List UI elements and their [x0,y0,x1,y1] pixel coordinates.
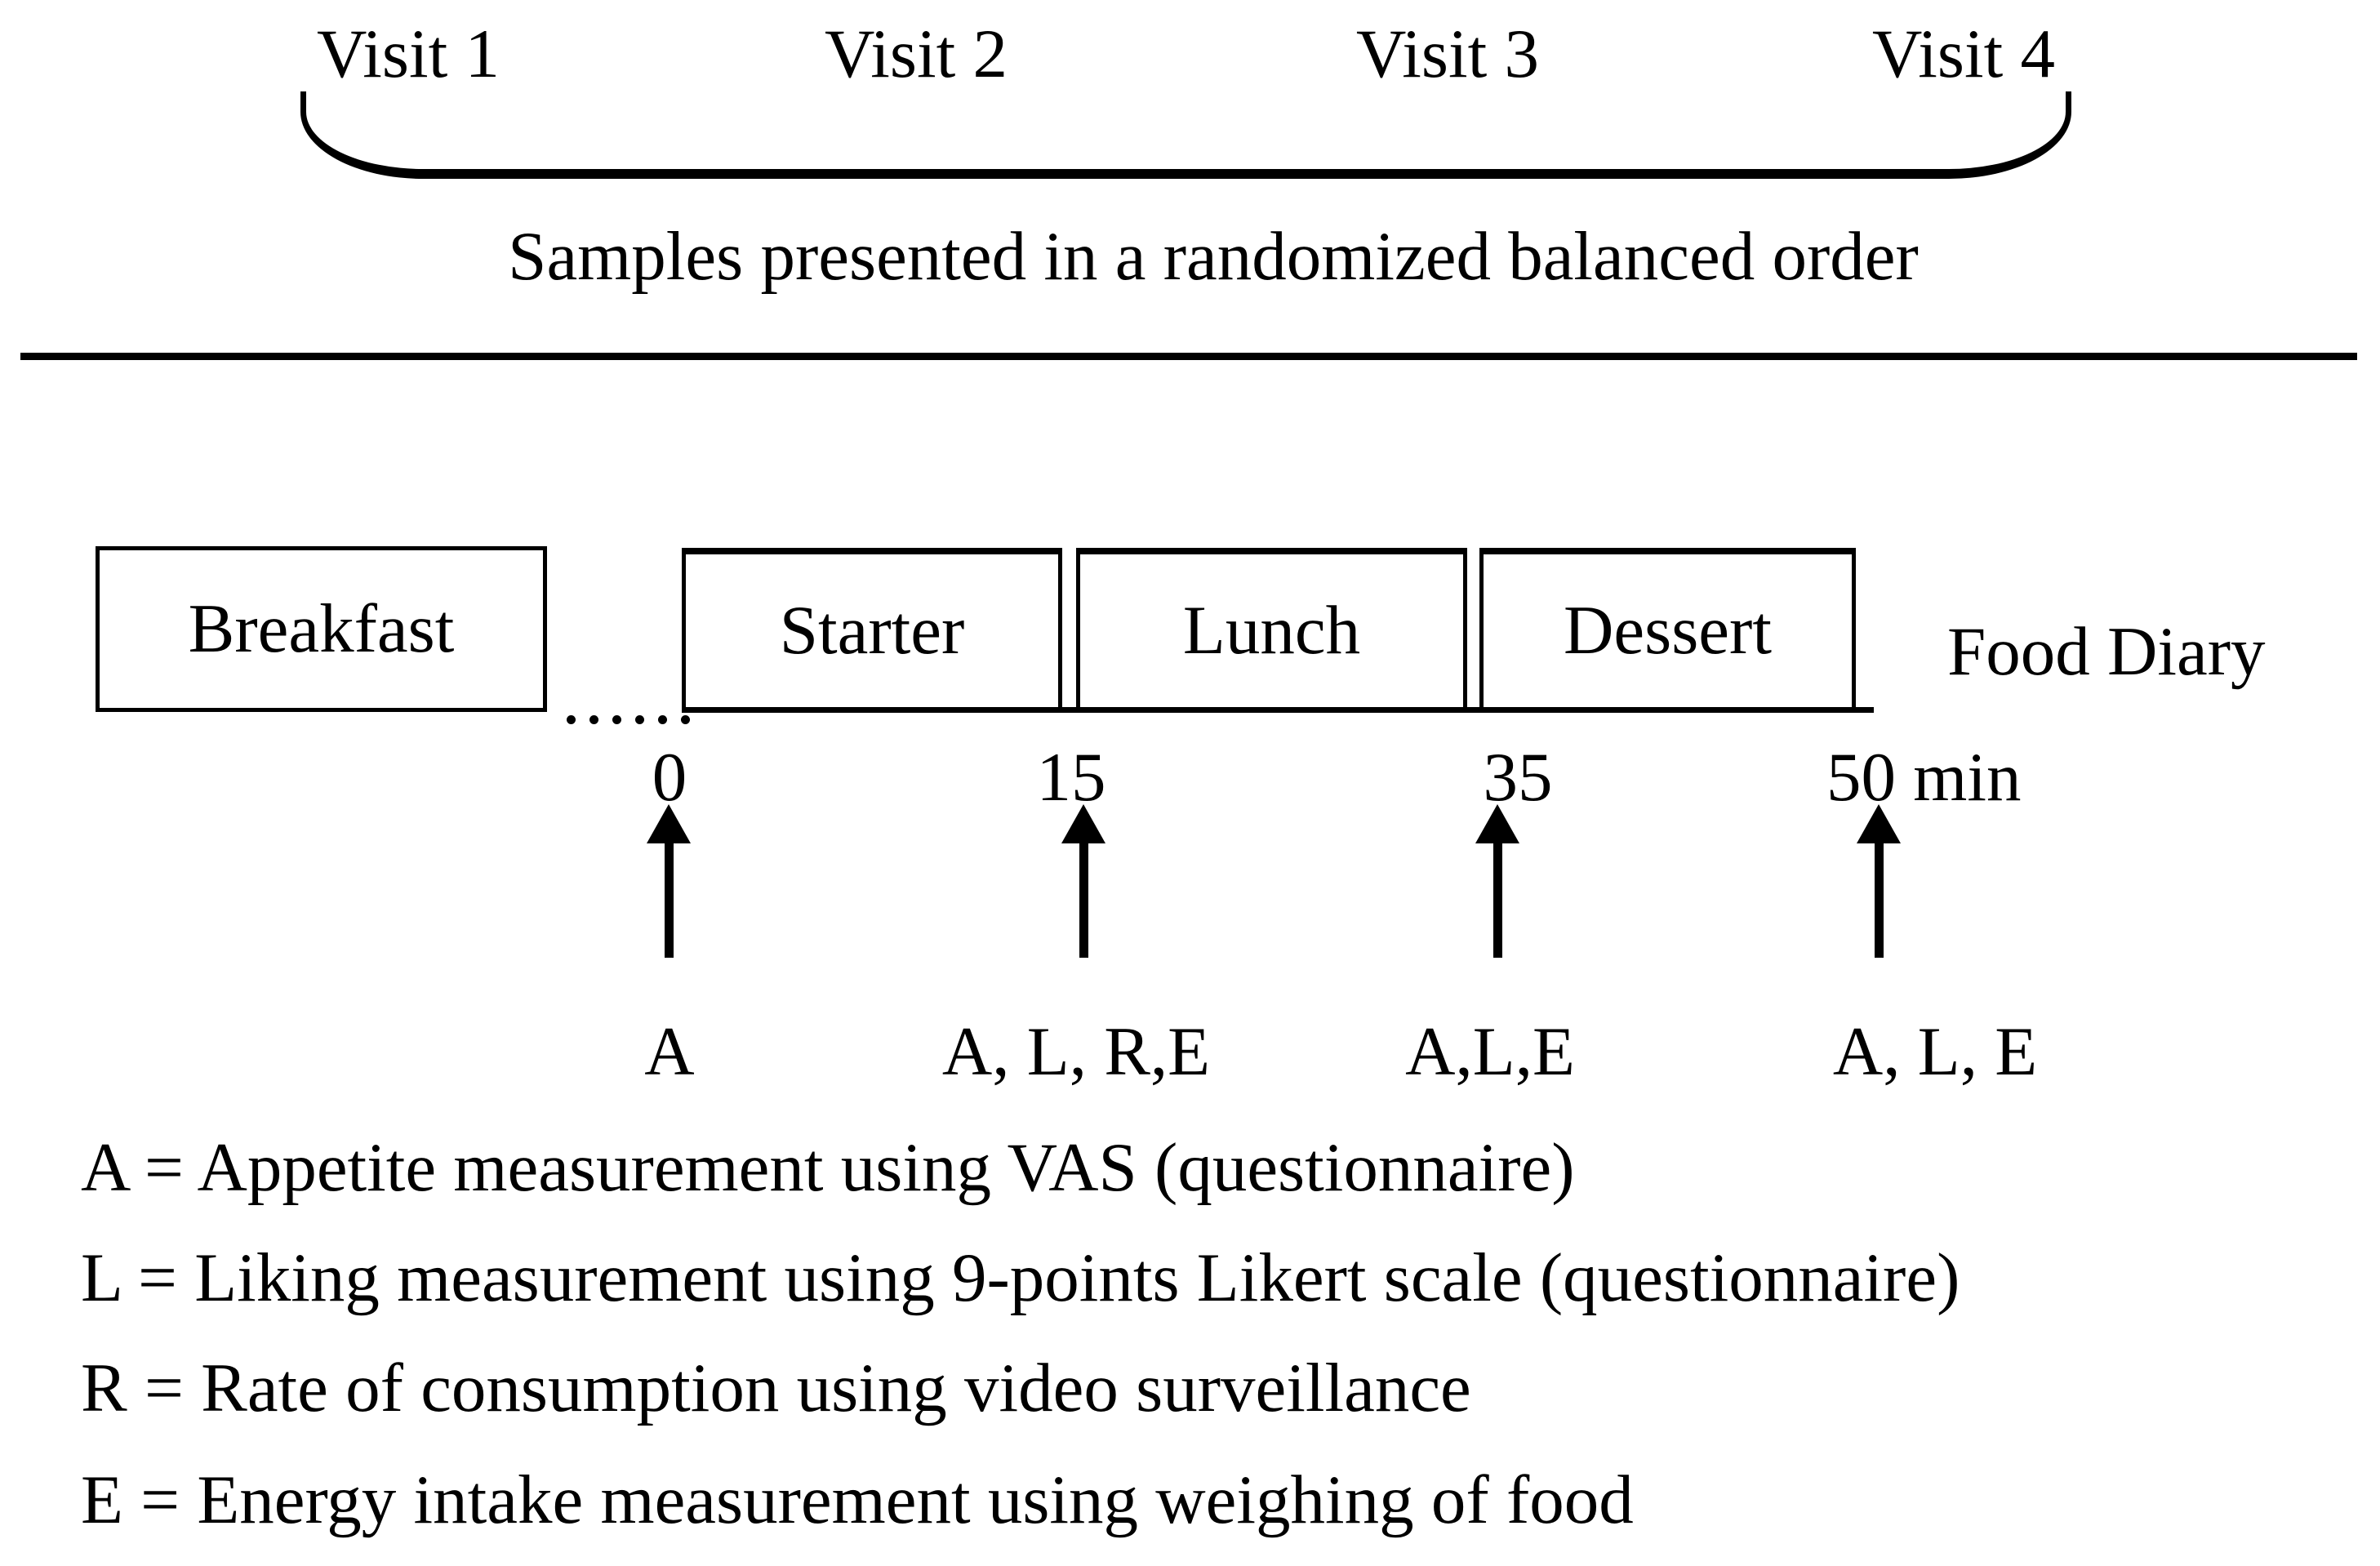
dot [567,715,576,724]
legend-rate: R = Rate of consumption using video surv… [81,1350,1471,1426]
timeline-baseline [682,707,1874,713]
arrow-head [1475,804,1519,843]
measurements-at-50: A, L, E [1832,1013,2038,1090]
starter-box: Starter [682,548,1062,712]
dot [681,715,690,724]
dot [658,715,667,724]
gap-dots [567,715,690,724]
time-point-15: 15 [1036,739,1106,816]
arrow-shaft [1493,843,1502,958]
arrow-head [647,804,691,843]
legend-energy: E = Energy intake measurement using weig… [81,1461,1634,1538]
starter-label: Starter [779,592,965,670]
measurements-at-35: A,L,E [1405,1013,1575,1090]
arrow-shaft [1079,843,1088,958]
up-arrow-icon [1857,804,1901,958]
visit-2-label: Visit 2 [825,16,1008,92]
dot [589,715,598,724]
up-arrow-icon [1475,804,1519,958]
arrow-shaft [1874,843,1884,958]
lunch-label: Lunch [1182,592,1361,670]
dot [635,715,644,724]
arrow-head [1857,804,1901,843]
section-divider [20,353,2357,360]
legend-appetite: A = Appetite measurement using VAS (ques… [81,1129,1575,1206]
visit-4-label: Visit 4 [1872,16,2055,92]
up-arrow-icon [647,804,691,958]
visit-1-label: Visit 1 [317,16,500,92]
visit-3-label: Visit 3 [1356,16,1539,92]
dot [612,715,621,724]
food-diary-label: Food Diary [1947,613,2266,690]
randomization-caption: Samples presented in a randomized balanc… [508,218,1919,295]
breakfast-box: Breakfast [96,546,547,712]
arrow-shaft [664,843,674,958]
time-point-35: 35 [1483,739,1553,816]
time-point-50-min: 50 min [1826,739,2022,816]
measurements-at-0: A [644,1013,695,1090]
time-point-0: 0 [652,739,687,816]
up-arrow-icon [1061,804,1105,958]
measurements-at-15: A, L, R,E [941,1013,1211,1090]
arrow-head [1061,804,1105,843]
visits-brace [300,91,2071,179]
breakfast-label: Breakfast [188,589,455,667]
dessert-box: Dessert [1479,548,1856,712]
dessert-label: Dessert [1564,592,1772,670]
legend-liking: L = Liking measurement using 9-points Li… [81,1239,1960,1316]
lunch-box: Lunch [1076,548,1467,712]
